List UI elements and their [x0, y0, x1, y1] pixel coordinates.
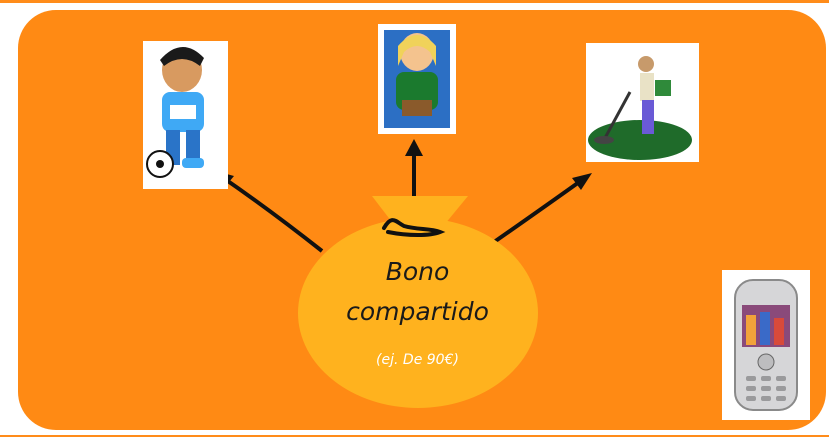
bag-title-line1: Bono [385, 257, 450, 286]
boy-with-ball-icon [143, 41, 228, 189]
bottom-rule [0, 435, 829, 437]
arrow-to-gardener [485, 173, 592, 249]
mobile-phone-icon [722, 270, 810, 420]
woman-with-book-icon [378, 24, 456, 134]
bag-title-line2: compartido [346, 297, 489, 326]
top-rule [0, 0, 829, 3]
hand-signature-icon [382, 218, 446, 237]
gardener-icon [586, 43, 699, 162]
arrow-to-boy [212, 170, 324, 253]
bag-note: (ej. De 90€) [376, 352, 459, 368]
